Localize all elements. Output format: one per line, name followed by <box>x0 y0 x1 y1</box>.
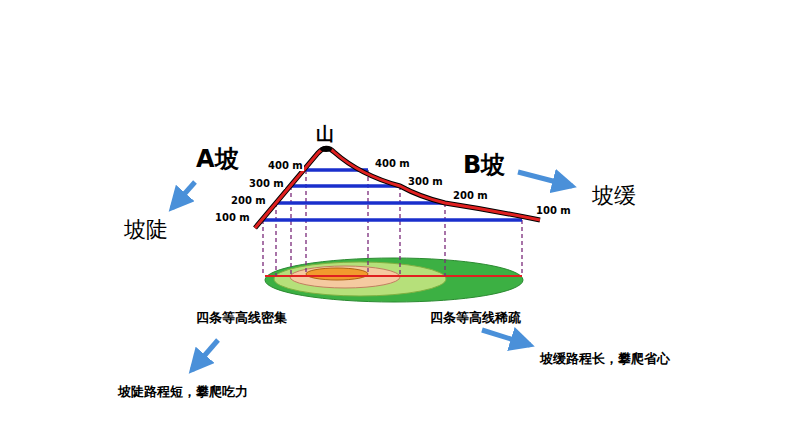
height-label: 300 m <box>407 176 444 187</box>
height-label: 100 m <box>214 212 251 223</box>
conclusion-note: 坡陡路程短，攀爬吃力 <box>118 385 248 399</box>
height-label: 400 m <box>374 158 411 169</box>
profile-line <box>255 148 540 228</box>
contour-200 <box>274 262 446 296</box>
height-label: 200 m <box>452 190 489 201</box>
slope-note: 坡缓 <box>592 184 636 208</box>
slope-name: A坡 <box>196 146 239 172</box>
slope-note: 坡陡 <box>124 218 168 242</box>
height-label: 400 m <box>267 160 304 171</box>
contour-400 <box>306 268 368 280</box>
blue-arrows <box>172 172 572 370</box>
contour-note: 四条等高线稀疏 <box>430 311 521 325</box>
contour-note: 四条等高线密集 <box>196 311 287 325</box>
distance-line <box>265 275 522 277</box>
slope-name: B坡 <box>463 152 505 178</box>
peak-label: 山 <box>316 124 334 144</box>
height-label: 100 m <box>535 205 572 216</box>
profile-outline <box>255 148 540 228</box>
peak-dot <box>320 146 332 152</box>
height-label: 200 m <box>230 195 267 206</box>
contour-100 <box>265 258 523 302</box>
conclusion-note: 坡缓路程长，攀爬省心 <box>540 352 670 366</box>
height-label: 300 m <box>248 178 285 189</box>
